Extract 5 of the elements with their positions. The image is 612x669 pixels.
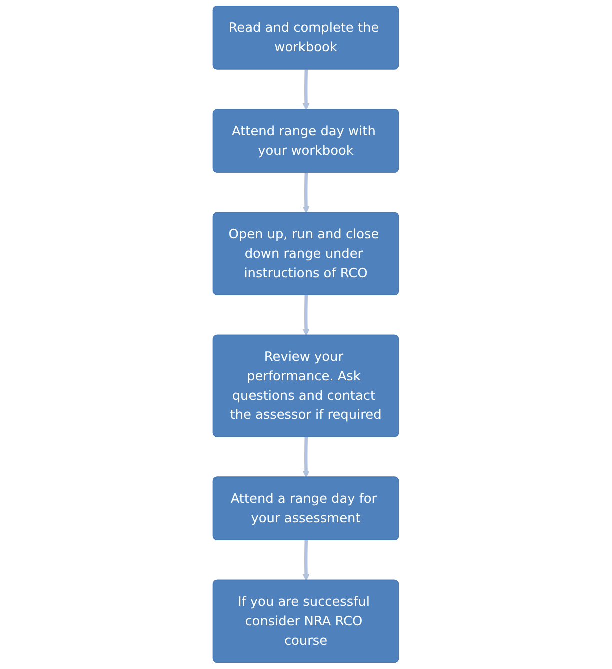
arrow (302, 172, 310, 214)
arrow (302, 70, 310, 110)
arrow (302, 295, 310, 336)
arrow (302, 437, 310, 478)
arrow (302, 540, 310, 582)
